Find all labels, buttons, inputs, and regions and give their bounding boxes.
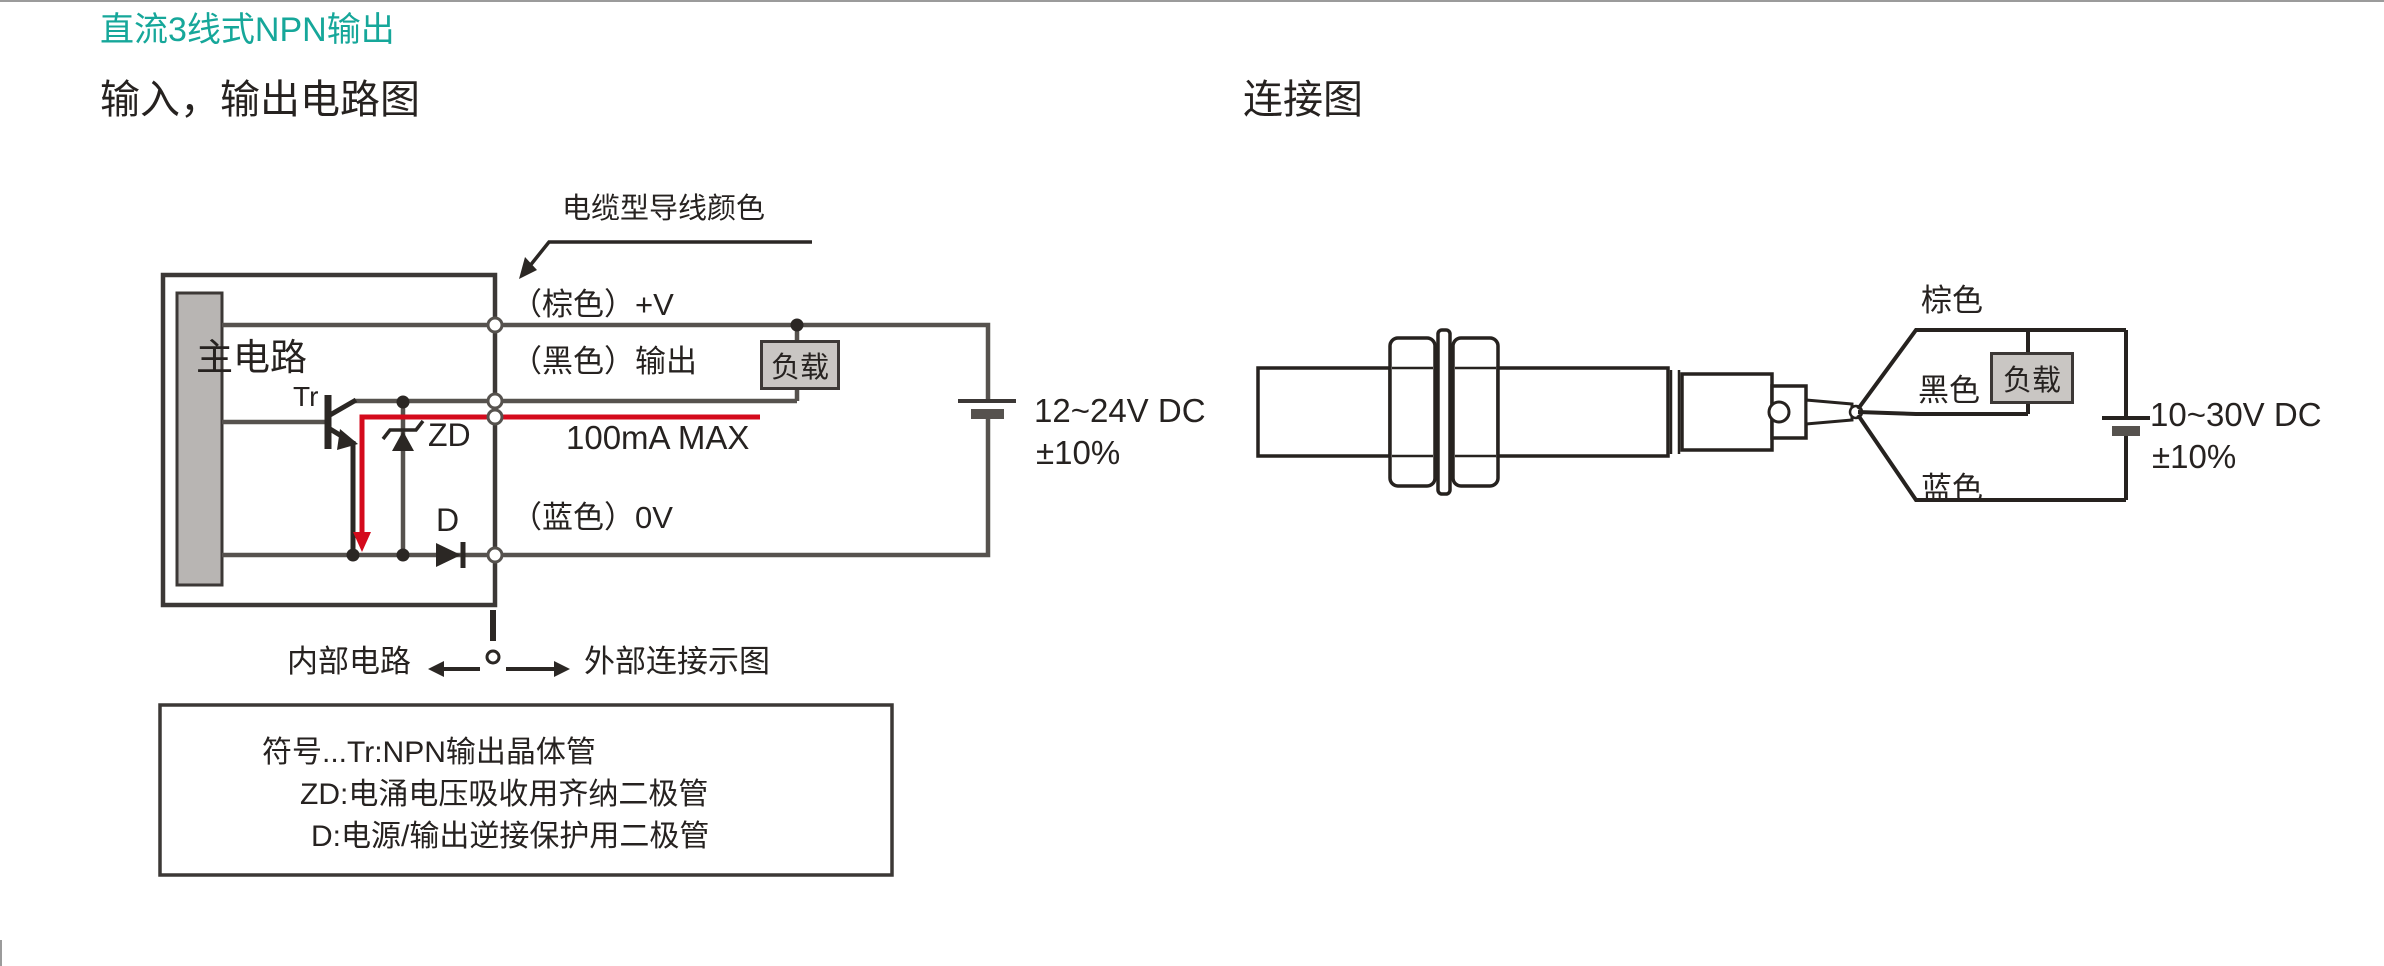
left-section-heading: 输入，输出电路图 bbox=[100, 78, 420, 122]
sensor-washer bbox=[1436, 328, 1452, 496]
boundary-marker bbox=[428, 610, 570, 677]
brown-wire-label-left: （棕色）+V bbox=[511, 287, 674, 322]
junction-dots bbox=[346, 318, 804, 562]
main-circuit-label: 主电路 bbox=[196, 337, 307, 378]
transistor-label: Tr bbox=[293, 381, 319, 412]
legend-line-3: D:电源/输出逆接保护用二极管 bbox=[311, 820, 710, 853]
red-current-path bbox=[353, 414, 760, 552]
npn-transistor-symbol bbox=[324, 395, 358, 557]
current-max-label: 100mA MAX bbox=[566, 419, 750, 456]
callout-arrowhead-icon bbox=[519, 257, 537, 279]
battery-symbol-left bbox=[958, 399, 1016, 419]
battery-symbol-right bbox=[2102, 416, 2150, 436]
legend-box bbox=[158, 703, 894, 877]
sensor-cable bbox=[1804, 398, 1854, 426]
right-section-heading: 连接图 bbox=[1243, 78, 1363, 122]
page-title: 直流3线式NPN输出 bbox=[100, 11, 395, 49]
red-arrowhead-icon bbox=[353, 532, 371, 552]
load-box-right: 负载 bbox=[1990, 352, 2074, 404]
external-connection-label: 外部连接示图 bbox=[584, 644, 770, 679]
black-wire bbox=[1857, 410, 2028, 416]
internal-circuit-label: 内部电路 bbox=[287, 644, 411, 679]
page-bottomleft-border bbox=[0, 940, 2, 966]
plus-v-wire bbox=[222, 322, 991, 399]
sensor-rear-body bbox=[1680, 372, 1774, 452]
brown-wire bbox=[1856, 328, 2126, 411]
cable-color-callout-label: 电缆型导线颜色 bbox=[562, 193, 766, 225]
legend-line-2: ZD:电涌电压吸收用齐纳二极管 bbox=[300, 778, 709, 811]
sensor-main-barrel bbox=[1496, 366, 1670, 458]
load-label-right: 负载 bbox=[2002, 365, 2061, 397]
sensor-hex-nut-2 bbox=[1451, 336, 1500, 488]
right-arrowhead-icon bbox=[554, 661, 570, 677]
left-arrowhead-icon bbox=[428, 661, 444, 677]
blue-wire-label-left: （蓝色）0V bbox=[511, 500, 673, 535]
terminal-circles bbox=[486, 316, 504, 564]
legend-line-1: 符号...Tr:NPN输出晶体管 bbox=[262, 736, 596, 769]
black-wire-label-left: （黑色）输出 bbox=[511, 344, 697, 379]
supply-tolerance-label-right: ±10% bbox=[2152, 438, 2237, 475]
circuit-wires bbox=[222, 322, 991, 558]
diode-label: D bbox=[436, 502, 460, 538]
brown-wire-label-right: 棕色 bbox=[1921, 283, 1983, 318]
page-top-border bbox=[0, 0, 2384, 2]
sensor-front-barrel bbox=[1256, 366, 1392, 458]
internal-circuit-box bbox=[160, 272, 498, 608]
sensor-groove-lines bbox=[1669, 370, 1681, 454]
zero-v-wire bbox=[222, 419, 991, 558]
load-box-left: 负载 bbox=[760, 340, 840, 390]
supply-voltage-label-right: 10~30V DC bbox=[2150, 396, 2322, 433]
black-wire-label-right: 黑色 bbox=[1918, 373, 1980, 408]
sensor-led-icon bbox=[1767, 400, 1791, 424]
zener-diode-symbol bbox=[381, 419, 425, 451]
supply-voltage-label-left: 12~24V DC bbox=[1034, 392, 1206, 429]
load-label-left: 负载 bbox=[770, 352, 829, 384]
sensing-face-bar bbox=[175, 291, 224, 587]
zener-label: ZD bbox=[428, 417, 471, 453]
sensor-hex-nut-1 bbox=[1388, 336, 1437, 488]
blue-wire-label-right: 蓝色 bbox=[1921, 471, 1983, 506]
diode-symbol bbox=[436, 542, 466, 568]
supply-tolerance-label-left: ±10% bbox=[1036, 434, 1121, 471]
blue-wire bbox=[1856, 413, 2126, 502]
cable-callout-arrow bbox=[519, 240, 812, 279]
proximity-sensor-drawing bbox=[1256, 328, 1864, 496]
